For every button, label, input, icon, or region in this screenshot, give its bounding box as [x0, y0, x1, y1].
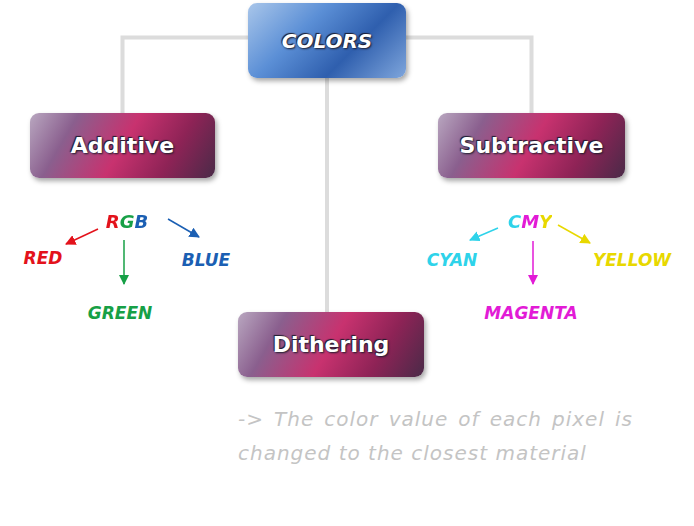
- connector-line: [123, 38, 249, 114]
- category-box: Dithering: [238, 312, 424, 377]
- node-label: Subtractive: [460, 133, 604, 158]
- category-box: Subtractive: [438, 113, 625, 178]
- leader-arrow: [470, 228, 498, 240]
- color-name: BLUE: [182, 250, 230, 270]
- note-text: -> The color value of each pixel is chan…: [238, 402, 633, 470]
- root-box: COLORS: [248, 3, 406, 78]
- model-name: CMY: [508, 211, 552, 232]
- leader-arrow: [168, 219, 199, 237]
- color-name: GREEN: [88, 303, 153, 323]
- leader-arrow: [532, 241, 534, 284]
- model-name: RGB: [106, 211, 148, 232]
- color-name: RED: [24, 248, 63, 268]
- node-label: COLORS: [282, 29, 373, 53]
- color-name: MAGENTA: [484, 303, 577, 323]
- node-label: Additive: [71, 133, 174, 158]
- node-label: Dithering: [273, 332, 390, 357]
- leader-arrow: [66, 229, 98, 244]
- leader-arrow: [558, 225, 590, 243]
- color-name: CYAN: [427, 250, 478, 270]
- connector-line: [325, 78, 329, 312]
- connector-line: [406, 38, 532, 114]
- category-box: Additive: [30, 113, 215, 178]
- color-name: YELLOW: [593, 250, 671, 270]
- leader-arrow: [123, 240, 125, 284]
